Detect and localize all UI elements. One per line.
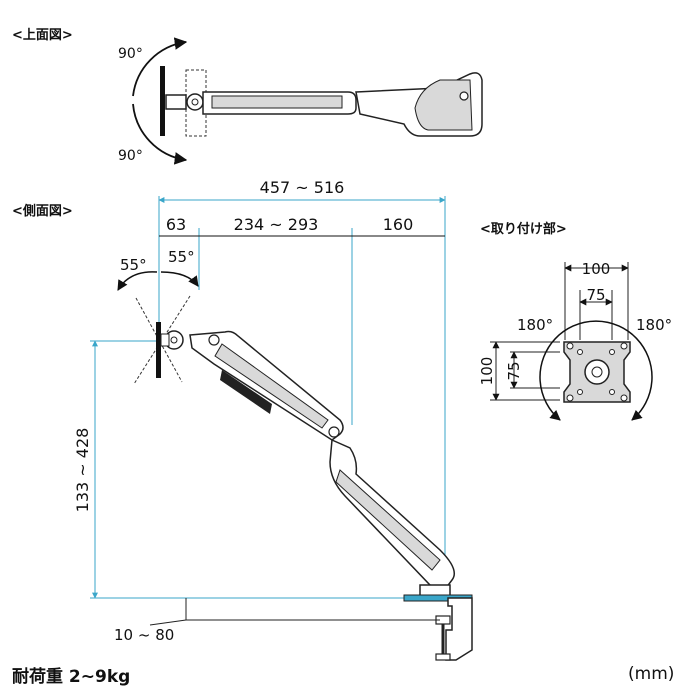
rot-left-label: 180° [517,316,553,334]
tilt-left-label: 55° [120,256,147,274]
segment-1-label: 63 [166,215,186,234]
bottom-angle-label: 90° [118,148,143,164]
rotation-arc-top [132,37,188,97]
vesa-width-outer-label: 100 [582,260,611,278]
vesa-height-outer-label: 100 [478,357,496,386]
side-view-arm [117,271,473,661]
top-view-drawing [132,37,483,165]
top-view-heading: <上面図> [12,28,73,43]
height-range-label: 133 ~ 428 [73,428,92,513]
clamp-range-label: 10 ~ 80 [114,626,174,644]
vesa-width-inner-label: 75 [586,286,605,304]
tilt-right-label: 55° [168,248,195,266]
vesa-mount-drawing [490,262,653,421]
side-view-heading: <側面図> [12,204,73,219]
monitor-edge-top-view [160,66,165,136]
mount-heading: <取り付け部> [480,222,567,237]
segment-2-label: 234 ~ 293 [234,215,319,234]
total-length-label: 457 ~ 516 [260,178,345,197]
units-label: (mm) [628,664,675,684]
top-angle-label: 90° [118,46,143,62]
load-capacity-text: 耐荷重 2~9kg [12,667,131,687]
rotation-arc-bottom [132,103,188,165]
segment-3-label: 160 [383,215,414,234]
vesa-height-inner-label: 75 [505,361,523,380]
rot-right-label: 180° [636,316,672,334]
